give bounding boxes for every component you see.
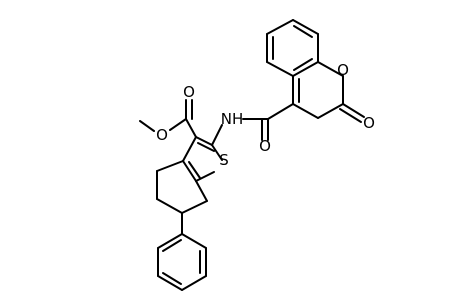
bond	[292, 103, 319, 119]
atom-label-ester-carbonyl-oxygen: O	[183, 83, 195, 101]
bond	[195, 171, 215, 182]
bond	[185, 118, 197, 138]
bond	[181, 233, 207, 249]
bond	[211, 124, 223, 146]
phenyl-ring	[157, 212, 207, 291]
bond	[156, 160, 184, 172]
bond	[182, 160, 197, 182]
bond	[266, 61, 294, 77]
bond	[157, 233, 183, 249]
bond	[139, 120, 155, 132]
thiophene-ring	[182, 136, 223, 182]
tetrahydro-ring	[156, 160, 208, 214]
atom-label-ester-ether-oxygen: O	[156, 126, 168, 144]
bond	[211, 144, 223, 161]
bond	[182, 136, 197, 162]
bond	[197, 142, 215, 152]
atom-labels: S NH O O O O O	[156, 61, 375, 169]
bond	[195, 136, 213, 146]
bond	[339, 108, 362, 123]
bond	[169, 118, 187, 131]
atom-label-lactone-carbonyl-oxygen: O	[363, 114, 375, 132]
bond	[317, 61, 344, 77]
methyl-ester	[139, 99, 197, 138]
bond	[342, 103, 365, 118]
bond	[188, 161, 201, 179]
coumarin-ring-system	[266, 19, 365, 123]
bond	[293, 25, 313, 38]
bond	[267, 103, 294, 120]
bond	[317, 103, 344, 119]
bond	[293, 58, 313, 71]
bond	[157, 275, 183, 291]
atom-label-ring-oxygen: O	[337, 61, 349, 79]
atom-label-sulfur: S	[219, 151, 229, 169]
atom-label-amide-carbonyl-oxygen: O	[259, 137, 271, 155]
bond	[162, 272, 182, 285]
amide-linkage	[211, 103, 294, 146]
bond	[266, 19, 294, 35]
bond	[195, 180, 208, 202]
bond	[162, 239, 182, 252]
bond	[292, 19, 319, 35]
bond	[292, 61, 319, 77]
bond	[181, 200, 208, 214]
bond	[181, 275, 207, 291]
atom-label-amide-nh: NH	[221, 110, 244, 128]
bond	[156, 198, 183, 214]
